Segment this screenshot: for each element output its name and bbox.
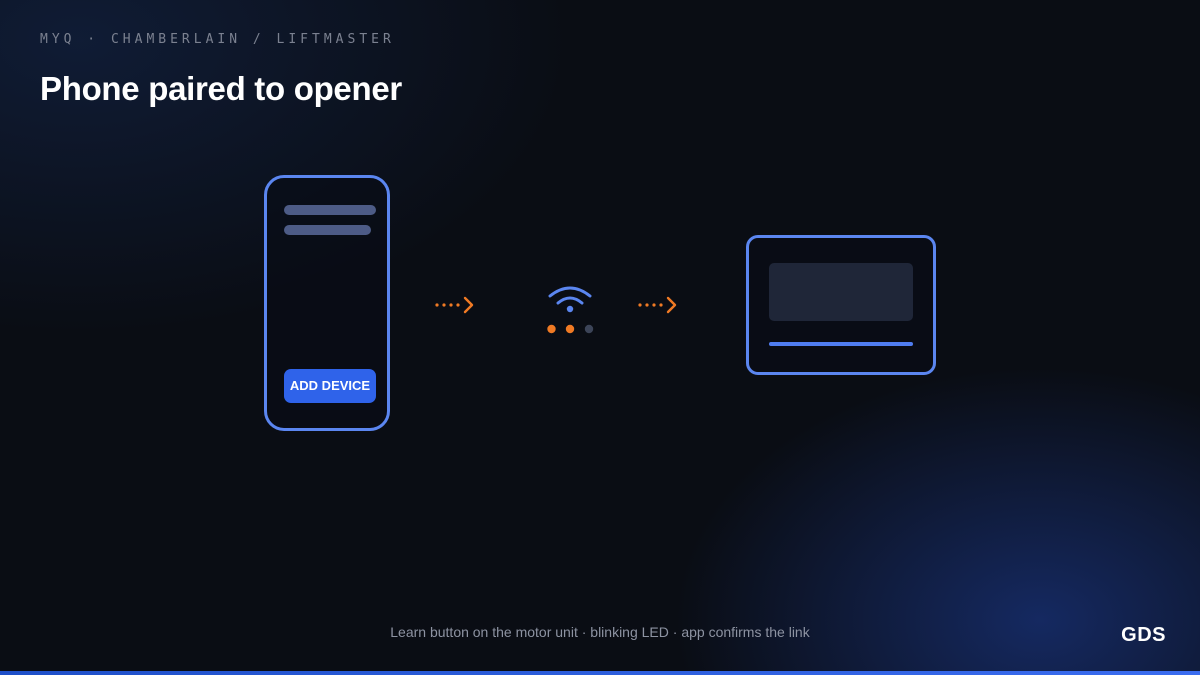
add-device-button[interactable]: ADD DEVICE xyxy=(284,369,376,403)
dotted-arrow-right-icon xyxy=(638,296,677,314)
phone-text-line xyxy=(284,205,376,215)
footer-caption: Learn button on the motor unit · blinkin… xyxy=(390,624,810,640)
page-title: Phone paired to opener xyxy=(40,70,402,107)
eyebrow-label: MYQ · CHAMBERLAIN / LIFTMASTER xyxy=(40,32,395,47)
led-indicator xyxy=(565,324,575,334)
opener-panel xyxy=(769,263,913,321)
opener-illustration xyxy=(746,235,936,375)
dotted-arrow-right-icon xyxy=(435,296,474,314)
phone-text-line xyxy=(284,225,371,235)
led-indicator xyxy=(584,324,594,334)
bottom-accent-stripe xyxy=(0,671,1200,675)
wifi-signal-icon xyxy=(547,286,594,334)
phone-illustration: ADD DEVICE xyxy=(264,175,390,431)
opener-light-bar xyxy=(769,342,913,346)
led-indicator xyxy=(547,324,556,334)
brand-logo: GDS xyxy=(1121,624,1166,646)
